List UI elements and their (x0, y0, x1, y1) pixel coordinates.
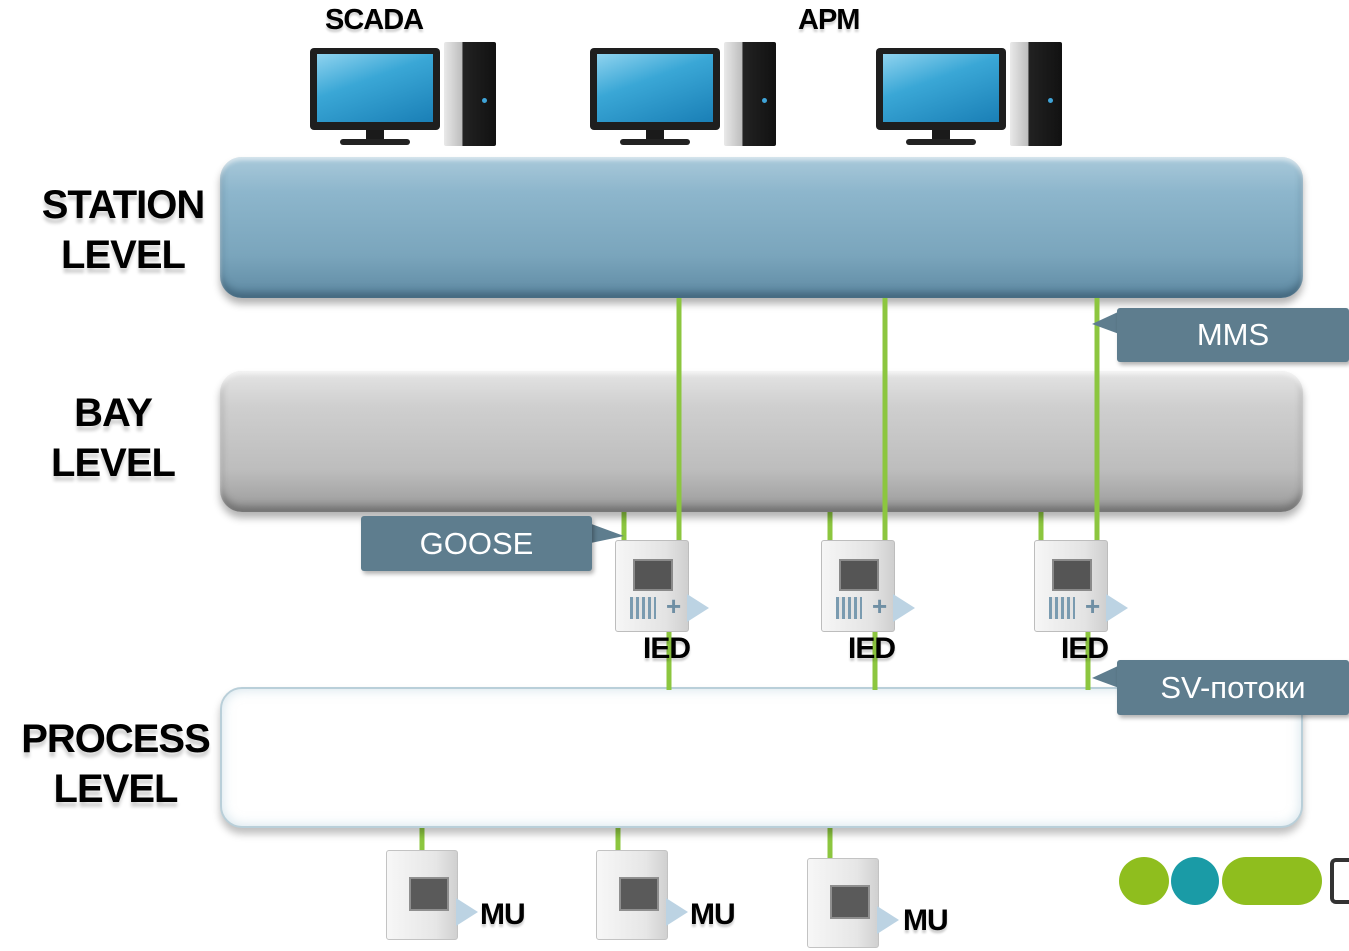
merging-unit-icon (807, 858, 902, 950)
merging-unit-icon (386, 850, 481, 942)
partial-logo-icon (1330, 858, 1349, 904)
bay-level-line1: BAY (74, 391, 153, 435)
mms-callout: MMS (1117, 308, 1349, 362)
scada-label: SCADA (325, 4, 424, 36)
mu-label-2: MU (690, 898, 736, 931)
ied-label-1: IED (643, 632, 691, 665)
station-level-line1: STATION (41, 183, 206, 227)
station-level-bus (220, 157, 1303, 298)
bay-level-label: BAY LEVEL (18, 388, 208, 488)
sv-callout: SV-потоки (1117, 660, 1349, 715)
bay-level-bus (220, 371, 1303, 512)
merging-unit-icon (596, 850, 691, 942)
teal-circle-shape (1171, 857, 1219, 905)
mu-label-1: MU (480, 898, 526, 931)
ied-label-2: IED (848, 632, 896, 665)
green-pill-shape (1222, 857, 1322, 905)
ied-label-3: IED (1061, 632, 1109, 665)
desktop-computer-icon (590, 42, 780, 152)
mu-label-3: MU (903, 904, 949, 937)
bay-level-line2: LEVEL (51, 441, 176, 485)
sv-callout-text: SV-потоки (1160, 670, 1306, 705)
goose-callout: GOOSE (361, 516, 592, 571)
process-level-line2: LEVEL (53, 767, 179, 811)
green-circle-shape (1119, 857, 1169, 905)
station-level-line2: LEVEL (61, 233, 186, 277)
process-level-label: PROCESS LEVEL (8, 714, 223, 814)
station-level-label: STATION LEVEL (28, 180, 218, 280)
desktop-computer-icon (310, 42, 500, 152)
apm-label: APM (798, 4, 860, 36)
mms-callout-text: MMS (1196, 317, 1270, 352)
ied-device-icon: + (615, 540, 710, 632)
goose-callout-text: GOOSE (419, 526, 534, 561)
goose-callout-pointer (586, 522, 624, 544)
ied-device-icon: + (821, 540, 916, 632)
process-level-line1: PROCESS (21, 717, 211, 761)
ied-device-icon: + (1034, 540, 1129, 632)
desktop-computer-icon (876, 42, 1066, 152)
